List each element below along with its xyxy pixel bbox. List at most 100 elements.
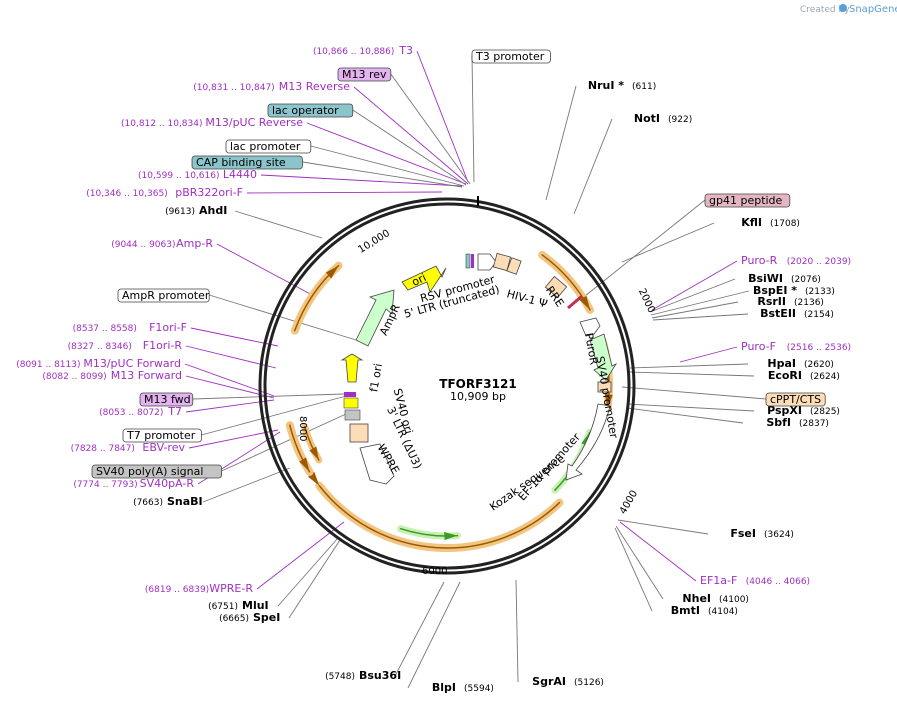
- site-label-mlui: MluI: [242, 599, 269, 612]
- site-pos-noti: (922): [668, 115, 692, 125]
- primer-label-m13-forward: M13 Forward: [111, 369, 182, 382]
- rre-block[interactable]: [544, 275, 568, 299]
- puror-arrow[interactable]: [589, 333, 618, 381]
- backbone-inner-ring: [263, 202, 631, 570]
- ef1a-promoter-arrow[interactable]: [565, 403, 611, 481]
- leader-line: [515, 579, 519, 683]
- site-label-pspxi: PspXI: [767, 404, 802, 417]
- site-label-sbfi: SbfI: [766, 416, 791, 429]
- primer-pos-t7: (8053 .. 8072): [99, 408, 163, 418]
- leader-line: [288, 539, 341, 619]
- site-label-nrui: NruI *: [588, 79, 624, 92]
- site-pos-nrui: (611): [632, 82, 656, 92]
- feature-box-m13-rev[interactable]: [337, 67, 392, 82]
- leader-line: [201, 395, 347, 436]
- f1-ori-arrow[interactable]: [340, 353, 364, 383]
- feature-box-label-m13-fwd: M13 fwd: [144, 393, 191, 406]
- site-label-bsiwi: BsiWI: [748, 272, 783, 285]
- site-label-ecori: EcoRI: [768, 369, 802, 382]
- tick-label-8000: 8000: [297, 416, 308, 441]
- primer-label-t3: T3: [398, 44, 413, 57]
- primer-pos-m13-puc-reverse: (10,812 .. 10,834): [121, 119, 202, 129]
- plasmid-length: 10,909 bp: [450, 390, 506, 403]
- feature-box-cppt-cts[interactable]: [765, 392, 826, 407]
- feature-box-label-cap-binding-site: CAP binding site: [196, 156, 286, 169]
- leader-line: [579, 199, 706, 301]
- site-label-nhei: NheI: [682, 592, 711, 605]
- leader-line: [621, 386, 767, 400]
- cppt-block[interactable]: [597, 381, 612, 393]
- leader-line: [209, 294, 357, 341]
- site-label-bmti: BmtI: [671, 604, 700, 617]
- feature-box-lac-promoter[interactable]: [225, 139, 312, 154]
- primer-pos-puro-r: (2020 .. 2039): [787, 257, 851, 267]
- leader-line: [246, 191, 443, 194]
- feature-label-ori: ori: [410, 271, 428, 289]
- leader-line: [649, 278, 736, 313]
- feature-box-ampr-promoter[interactable]: [117, 288, 210, 303]
- wpre-block[interactable]: [359, 443, 395, 485]
- psi-block[interactable]: [506, 257, 522, 275]
- site-label-rsrii: RsrII: [757, 295, 786, 308]
- feature-box-lac-operator[interactable]: [267, 103, 354, 118]
- leader-line: [615, 525, 664, 600]
- feature-box-gp41-peptide[interactable]: [704, 193, 791, 208]
- sv40-promoter-arrow[interactable]: [579, 317, 601, 337]
- feature-box-label-t7-promoter: T7 promoter: [126, 429, 196, 442]
- feature-box-m13-fwd[interactable]: [139, 392, 194, 407]
- site-pos-bspei: (2133): [805, 287, 835, 297]
- primer-label-amp-r: Amp-R: [176, 237, 213, 250]
- primer-pos-m13-puc-forward: (8091 .. 8113): [16, 360, 80, 370]
- leader-line: [260, 174, 463, 187]
- primer-label-sv40pa-r: SV40pA-R: [140, 477, 195, 490]
- primer-pos-m13-reverse: (10,831 .. 10,847): [193, 83, 274, 93]
- site-label-bspei: BspEI *: [753, 284, 797, 297]
- site-pos-mlui: (6751): [208, 602, 238, 612]
- site-pos-bsiwi: (2076): [791, 275, 821, 285]
- sv40-polya-block[interactable]: [344, 409, 361, 421]
- leader-line: [629, 363, 749, 369]
- leader-line: [626, 407, 744, 424]
- site-pos-fsei: (3624): [764, 530, 794, 540]
- ori-arrow[interactable]: [401, 265, 447, 293]
- feature-label-hiv-psi: HIV-1 Ψ: [505, 287, 549, 310]
- arc-puror-arrow-icon: [604, 393, 613, 409]
- lac-marker: [471, 254, 474, 268]
- primer-pos-puro-f: (2516 .. 2536): [787, 343, 851, 353]
- tick-label-6000: 6000: [422, 566, 447, 577]
- leader-line: [573, 118, 613, 215]
- leader-line: [188, 429, 279, 449]
- primer-pos-ef1a-f: (4046 .. 4066): [746, 577, 810, 587]
- site-label-noti: NotI: [634, 112, 660, 125]
- site-pos-bsteii: (2154): [804, 310, 834, 320]
- snapgene-logo-icon: [839, 4, 847, 12]
- feature-box-label-lac-promoter: lac promoter: [230, 140, 301, 153]
- site-pos-sgrai: (5126): [574, 678, 604, 688]
- arc-ltr-arrow-icon: [309, 446, 319, 460]
- feature-box-label-m13-rev: M13 rev: [342, 68, 387, 81]
- site-pos-ecori: (2624): [810, 372, 840, 382]
- primer-pos-sv40pa-r: (7774 .. 7793): [73, 480, 137, 490]
- leader-line: [416, 50, 469, 183]
- m13-fwd-marker: [344, 392, 356, 397]
- site-pos-spei: (6665): [219, 614, 249, 624]
- arc-ampr-arrow-icon: [325, 265, 339, 279]
- backbone: [258, 197, 636, 575]
- leader-lines: [184, 50, 767, 689]
- rsv-promoter-arrow[interactable]: [477, 253, 497, 271]
- feature-box-t7-promoter[interactable]: [122, 428, 202, 443]
- feature-box-cap-binding-site[interactable]: [191, 155, 303, 170]
- 3-ltr-block[interactable]: [349, 423, 369, 443]
- feature-box-sv40-poly-a-signal[interactable]: [91, 464, 223, 479]
- leader-line: [651, 260, 738, 311]
- site-label-blpi: BlpI: [432, 681, 456, 694]
- arc-ef1a-line[interactable]: [318, 484, 561, 549]
- leader-line: [621, 222, 715, 263]
- site-pos-sbfi: (2837): [799, 419, 829, 429]
- ampr-arrow[interactable]: [355, 289, 395, 347]
- feature-box-t3-promoter[interactable]: [471, 49, 551, 64]
- leader-line: [617, 519, 709, 535]
- sv40-ori-block[interactable]: [343, 397, 359, 409]
- ltr-block[interactable]: [492, 252, 512, 272]
- site-pos-nhei: (4100): [719, 595, 749, 605]
